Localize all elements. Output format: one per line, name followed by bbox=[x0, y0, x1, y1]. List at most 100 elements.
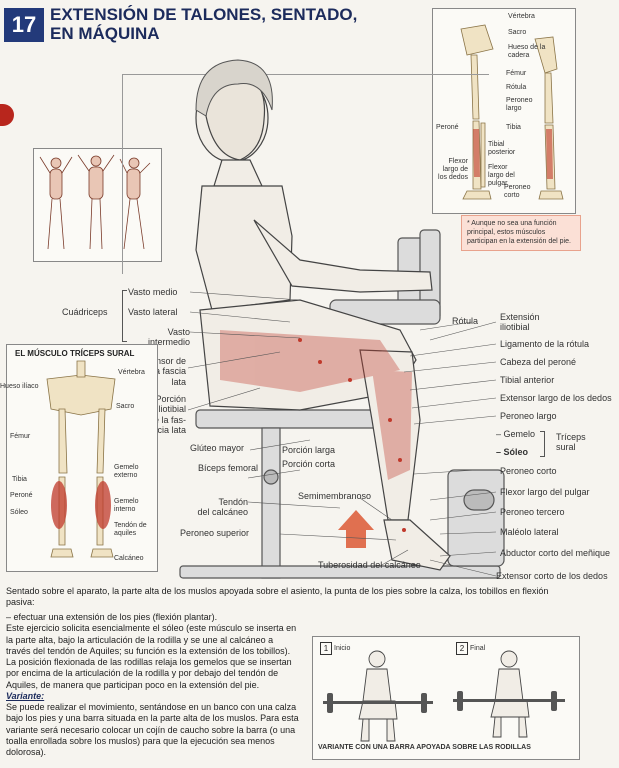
muscle-figures-panel bbox=[33, 148, 162, 262]
porcion-line1: Porción bbox=[155, 394, 186, 404]
label-porcion-larga: Porción larga bbox=[282, 445, 336, 455]
description-p4: La posición flexionada de las rodillas r… bbox=[6, 657, 292, 690]
leg-label-rotula: Rótula bbox=[506, 84, 527, 91]
triceps-sural-panel: EL MÚSCULO TRÍCEPS SURAL bbox=[6, 344, 158, 572]
triceps-label-vertebra: Vértebra bbox=[118, 369, 145, 376]
variant-heading: Variante: bbox=[6, 690, 45, 701]
label-vasto-lateral: Vasto lateral bbox=[128, 307, 178, 317]
tensor-line2: la fascia bbox=[152, 366, 186, 377]
leg-label-femur: Fémur bbox=[506, 70, 527, 77]
label-gluteo-mayor: Glúteo mayor bbox=[190, 443, 245, 453]
leg-label-hueso-cadera: Hueso de la cadera bbox=[508, 44, 546, 60]
variant-caption: VARIANTE CON UNA BARRA APOYADA SOBRE LAS… bbox=[318, 744, 531, 751]
triceps-label-femur: Fémur bbox=[10, 433, 31, 440]
label-tendon-calcaneo: Tendón del calcáneo bbox=[186, 497, 248, 518]
label-triceps-sural: Tríceps sural bbox=[556, 432, 586, 453]
porcion-line3: de la fas- bbox=[148, 414, 186, 425]
label-peroneo-superior: Peroneo superior bbox=[180, 528, 250, 538]
label-vasto-intermedio: Vasto intermedio bbox=[140, 327, 190, 348]
triceps-line2: sural bbox=[556, 442, 576, 453]
title-line-1: EXTENSIÓN DE TALONES, SENTADO, bbox=[50, 5, 358, 24]
label-extension-iliotibial: Extensión iliotibial bbox=[500, 312, 540, 333]
tensor-line1: Tensor de bbox=[146, 356, 186, 366]
label-tensor-fascia: Tensor de la fascia lata bbox=[136, 356, 186, 387]
leg-muscles-panel bbox=[432, 8, 576, 214]
triceps-label-perone: Peroné bbox=[10, 492, 33, 499]
triceps-label-tibia: Tibia bbox=[12, 476, 27, 483]
step-1-label: Inicio bbox=[334, 645, 351, 652]
vasto-intermedio-line1: Vasto bbox=[167, 327, 190, 337]
label-tuberosidad: Tuberosidad del calcáneo bbox=[318, 560, 421, 570]
label-semimembranoso: Semimembranoso bbox=[298, 491, 372, 501]
label-biceps-femoral: Bíceps femoral bbox=[198, 463, 259, 473]
page-title: EXTENSIÓN DE TALONES, SENTADO, EN MÁQUIN… bbox=[50, 5, 358, 43]
label-porcion-iliotibial: Porción iliotibial de la fas- cia lata bbox=[136, 394, 186, 435]
chapter-tab bbox=[0, 104, 14, 126]
extension-line2: iliotibial bbox=[500, 322, 530, 333]
leg-label-flexor-pulgar: Flexor largo del pulgar bbox=[488, 164, 515, 188]
label-ligamento-rotula: Ligamento de la rótula bbox=[500, 339, 590, 349]
tendon-line1: Tendón bbox=[218, 497, 248, 507]
triceps-line1: Tríceps bbox=[556, 432, 586, 442]
leg-label-vertebra: Vértebra bbox=[508, 13, 535, 20]
label-peroneo-largo: Peroneo largo bbox=[500, 411, 557, 421]
description-p3: Este ejercicio solicita esencialmente el… bbox=[6, 623, 297, 656]
leg-label-tibial-posterior: Tibial posterior bbox=[488, 141, 516, 157]
tendon-line2: del calcáneo bbox=[197, 507, 248, 518]
label-soleo: – Sóleo bbox=[496, 447, 529, 457]
variant-illustration bbox=[323, 650, 565, 742]
label-rotula: Rótula bbox=[452, 316, 479, 326]
exercise-number: 17 bbox=[4, 8, 44, 42]
step-2-label: Final bbox=[470, 645, 486, 652]
triceps-skeleton-illustration bbox=[46, 360, 116, 558]
leg-label-peroneo-largo: Peroneo largo bbox=[506, 97, 533, 113]
description-text: Sentado sobre el aparato, la parte alta … bbox=[6, 586, 574, 609]
label-cuadriceps: Cuádriceps bbox=[62, 307, 108, 317]
triceps-label-gemelo-interno: Gemelo interno bbox=[114, 498, 139, 514]
label-extensor-corto: Extensor corto de los dedos bbox=[496, 571, 608, 581]
porcion-line2: iliotibial bbox=[156, 404, 186, 415]
vasto-intermedio-line2: intermedio bbox=[147, 337, 190, 348]
variant-panel bbox=[312, 636, 580, 760]
leg-label-sacro: Sacro bbox=[508, 29, 527, 36]
description-p1: Sentado sobre el aparato, la parte alta … bbox=[6, 586, 549, 608]
label-tibial-anterior: Tibial anterior bbox=[500, 375, 555, 385]
label-cabeza-perone: Cabeza del peroné bbox=[500, 357, 577, 367]
note-box: * Aunque no sea una función principal, e… bbox=[461, 215, 581, 252]
step-2-badge: 2 bbox=[456, 642, 468, 655]
label-gemelo: – Gemelo bbox=[496, 429, 536, 439]
label-vasto-medio: Vasto medio bbox=[128, 287, 178, 297]
triceps-label-calcaneo: Calcáneo bbox=[114, 555, 144, 562]
porcion-line4: cia lata bbox=[157, 425, 186, 436]
muscle-figures-illustration bbox=[39, 154, 151, 250]
label-abductor: Abductor corto del meñique bbox=[500, 548, 611, 558]
step-1-badge: 1 bbox=[320, 642, 332, 655]
description-p2: – efectuar una extensión de los pies (fl… bbox=[6, 612, 218, 622]
triceps-panel-title: EL MÚSCULO TRÍCEPS SURAL bbox=[15, 349, 135, 358]
leg-label-tibia: Tibia bbox=[506, 124, 521, 131]
triceps-label-soleo: Sóleo bbox=[10, 509, 28, 516]
variant-text: Se puede realizar el movimiento, sentánd… bbox=[6, 702, 299, 757]
triceps-label-sacro: Sacro bbox=[116, 403, 135, 410]
leg-label-flexor-dedos: Flexor largo de los dedos bbox=[438, 158, 468, 182]
triceps-label-hueso-iliaco: Hueso ilíaco bbox=[0, 383, 39, 390]
leg-label-peroneo-corto: Peroneo corto bbox=[504, 184, 531, 200]
extension-line1: Extensión bbox=[500, 312, 540, 322]
triceps-label-tendon-aquiles: Tendón de aquiles bbox=[114, 522, 147, 538]
label-maleolo-lateral: Maléolo lateral bbox=[500, 527, 559, 537]
label-extensor-largo-dedos: Extensor largo de los dedos bbox=[500, 393, 612, 403]
main-frame bbox=[122, 74, 489, 75]
cuadriceps-bracket bbox=[122, 290, 127, 342]
triceps-bracket bbox=[540, 431, 545, 457]
label-peroneo-corto: Peroneo corto bbox=[500, 466, 557, 476]
main-frame-left bbox=[122, 74, 123, 274]
leg-label-perone: Peroné bbox=[436, 124, 459, 131]
title-line-2: EN MÁQUINA bbox=[50, 23, 160, 43]
leg-bones-illustration bbox=[460, 24, 564, 200]
triceps-label-gemelo-externo: Gemelo externo bbox=[114, 464, 139, 480]
description-block: – efectuar una extensión de los pies (fl… bbox=[6, 612, 300, 758]
label-flexor-largo-pulgar: Flexor largo del pulgar bbox=[500, 487, 590, 497]
label-peroneo-tercero: Peroneo tercero bbox=[500, 507, 565, 517]
label-porcion-corta: Porción corta bbox=[282, 459, 336, 469]
